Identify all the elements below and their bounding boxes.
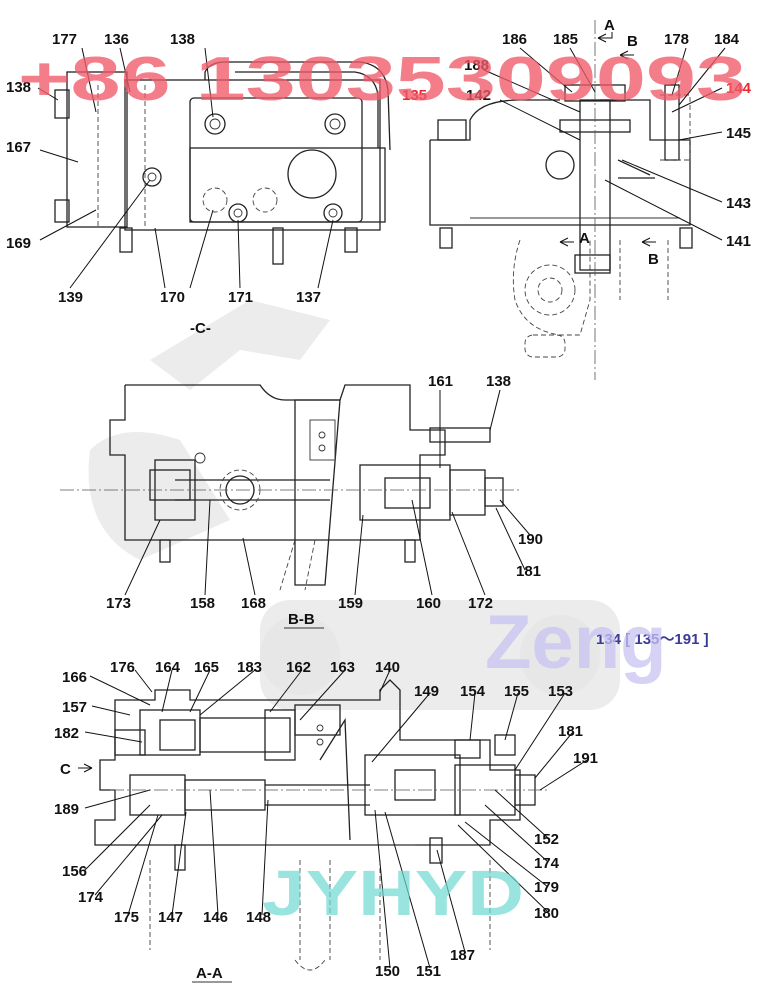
top-right-section bbox=[429, 20, 693, 380]
label-138: 138 bbox=[170, 31, 195, 48]
label-143: 143 bbox=[726, 195, 751, 212]
label-149: 149 bbox=[414, 683, 439, 700]
label-166: 166 bbox=[62, 669, 87, 686]
label-188: 188 bbox=[464, 57, 489, 74]
arrow-b-top-letter: B bbox=[627, 33, 638, 50]
label-138: 138 bbox=[6, 79, 31, 96]
label-135: 135 bbox=[402, 87, 427, 104]
view-c-drawing bbox=[54, 61, 391, 265]
label-179: 179 bbox=[534, 879, 559, 896]
section-bb-title: B-B bbox=[288, 611, 315, 628]
label-171: 171 bbox=[228, 289, 253, 306]
section-arrows bbox=[78, 32, 656, 773]
label-144: 144 bbox=[726, 80, 752, 97]
assembly-note: 134 [ 135～191 ] bbox=[596, 631, 709, 648]
label-155: 155 bbox=[504, 683, 529, 700]
label-156: 156 bbox=[62, 863, 87, 880]
label-138: 138 bbox=[486, 373, 511, 390]
label-175: 175 bbox=[114, 909, 139, 926]
label-142: 142 bbox=[466, 87, 491, 104]
zeng-watermark: Zeng bbox=[485, 600, 667, 685]
ghost-logo bbox=[88, 300, 620, 710]
label-151: 151 bbox=[416, 963, 441, 980]
label-162: 162 bbox=[286, 659, 311, 676]
label-160: 160 bbox=[416, 595, 441, 612]
label-184: 184 bbox=[714, 31, 740, 48]
label-178: 178 bbox=[664, 31, 689, 48]
section-aa-title: A-A bbox=[196, 965, 223, 982]
label-146: 146 bbox=[203, 909, 228, 926]
label-182: 182 bbox=[54, 725, 79, 742]
arrow-b-low-letter: B bbox=[648, 251, 659, 268]
label-174: 174 bbox=[534, 855, 560, 872]
phone-watermark: +86 13035309093 bbox=[18, 45, 746, 114]
label-163: 163 bbox=[330, 659, 355, 676]
label-177: 177 bbox=[52, 31, 77, 48]
part-labels: 177 136 138 138 167 169 139 170 171 137 … bbox=[6, 31, 752, 980]
label-157: 157 bbox=[62, 699, 87, 716]
label-161: 161 bbox=[428, 373, 453, 390]
label-150: 150 bbox=[375, 963, 400, 980]
label-159: 159 bbox=[338, 595, 363, 612]
label-164: 164 bbox=[155, 659, 181, 676]
label-186: 186 bbox=[502, 31, 527, 48]
label-165: 165 bbox=[194, 659, 219, 676]
label-158: 158 bbox=[190, 595, 215, 612]
label-147: 147 bbox=[158, 909, 183, 926]
arrow-a-top-letter: A bbox=[604, 17, 615, 34]
label-141: 141 bbox=[726, 233, 751, 250]
label-181: 181 bbox=[558, 723, 583, 740]
label-176: 176 bbox=[110, 659, 135, 676]
label-174: 174 bbox=[78, 889, 104, 906]
label-154: 154 bbox=[460, 683, 486, 700]
label-170: 170 bbox=[160, 289, 185, 306]
arrow-c-letter: C bbox=[60, 761, 71, 778]
label-137: 137 bbox=[296, 289, 321, 306]
label-148: 148 bbox=[246, 909, 271, 926]
view-c-title: -C- bbox=[190, 320, 211, 337]
label-183: 183 bbox=[237, 659, 262, 676]
label-136: 136 bbox=[104, 31, 129, 48]
label-180: 180 bbox=[534, 905, 559, 922]
label-185: 185 bbox=[553, 31, 578, 48]
label-191: 191 bbox=[573, 750, 598, 767]
label-173: 173 bbox=[106, 595, 131, 612]
section-aa-drawing bbox=[94, 679, 550, 971]
label-167: 167 bbox=[6, 139, 31, 156]
arrow-a-low-letter: A bbox=[579, 230, 590, 247]
label-140: 140 bbox=[375, 659, 400, 676]
jyhyd-watermark: JYHYD bbox=[262, 857, 524, 929]
label-168: 168 bbox=[241, 595, 266, 612]
label-181: 181 bbox=[516, 563, 541, 580]
label-145: 145 bbox=[726, 125, 751, 142]
label-187: 187 bbox=[450, 947, 475, 964]
label-189: 189 bbox=[54, 801, 79, 818]
label-153: 153 bbox=[548, 683, 573, 700]
label-152: 152 bbox=[534, 831, 559, 848]
label-190: 190 bbox=[518, 531, 543, 548]
label-139: 139 bbox=[58, 289, 83, 306]
label-169: 169 bbox=[6, 235, 31, 252]
leader-lines bbox=[37, 47, 726, 969]
label-172: 172 bbox=[468, 595, 493, 612]
